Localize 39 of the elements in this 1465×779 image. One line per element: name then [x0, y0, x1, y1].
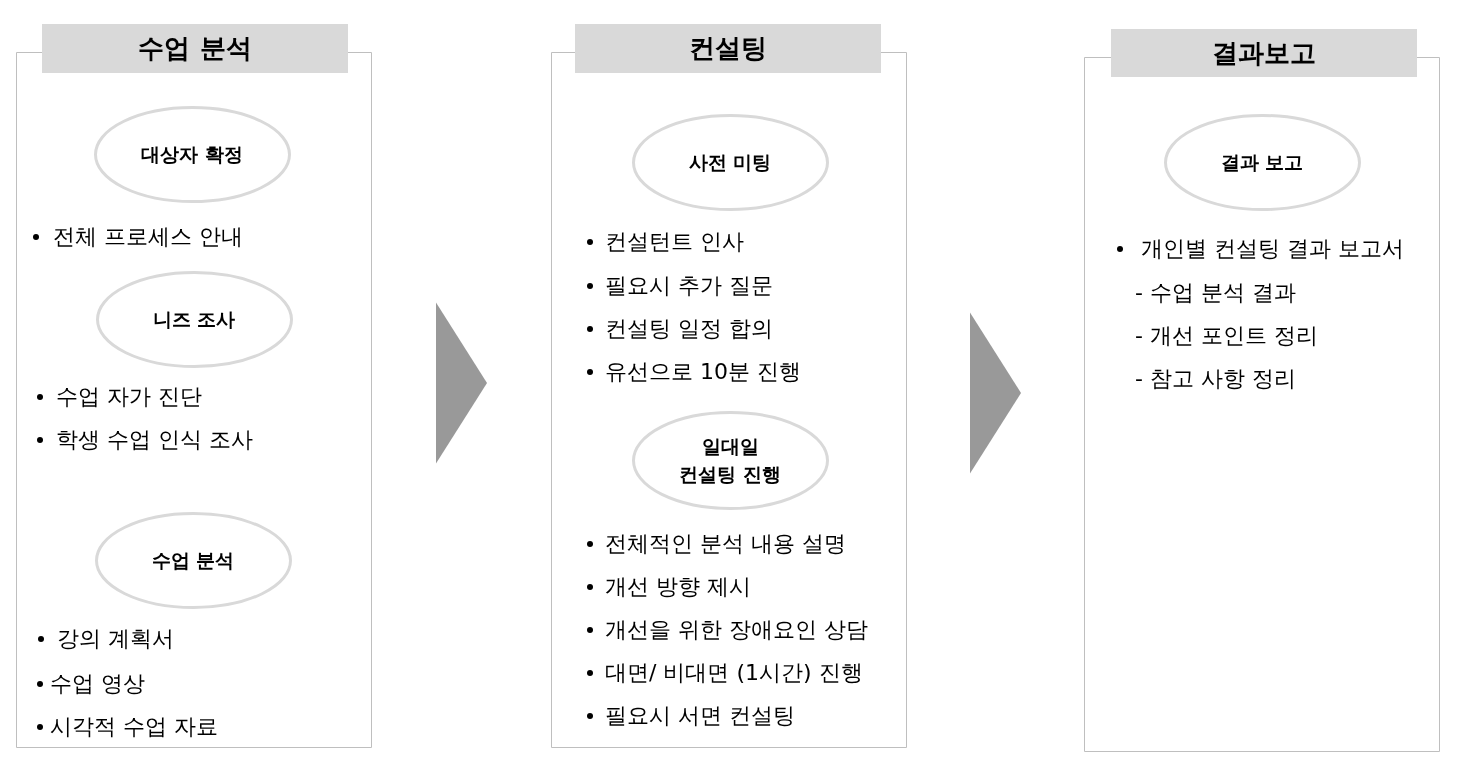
list-item: 필요시 추가 질문 [605, 272, 773, 300]
list-item: 개선 방향 제시 [605, 573, 751, 601]
list-item: 수업 영상 [50, 670, 145, 698]
step-ellipse [93, 105, 291, 203]
list-item: 컨설팅 일정 합의 [605, 315, 773, 343]
stage-panel [16, 24, 372, 748]
list-item: 수업 자가 진단 [56, 383, 202, 411]
stage-panel [1084, 29, 1440, 752]
list-item: 전체적인 분석 내용 설명 [605, 530, 846, 558]
list-item: 대면/ 비대면 (1시간) 진행 [605, 659, 863, 687]
list-item: - 개선 포인트 정리 [1135, 322, 1318, 350]
step-ellipse [1163, 113, 1361, 211]
list-item: 강의 계획서 [57, 625, 174, 653]
chevron-arrow [970, 312, 1021, 474]
step-ellipse [94, 511, 292, 609]
step-label: 수업 분석 [151, 548, 235, 573]
list-item: - 수업 분석 결과 [1135, 279, 1296, 307]
step-label: 대상자 확정 [141, 142, 243, 167]
list-item: 컨설턴트 인사 [605, 228, 744, 256]
step-label: 사전 미팅 [688, 150, 772, 175]
step-ellipse [95, 270, 293, 368]
heading-band: 수업 분석 [42, 24, 348, 73]
step-ellipse [631, 113, 829, 211]
list-item: 개선을 위한 장애요인 상담 [605, 616, 868, 644]
step-label: 니즈 조사 [152, 307, 236, 332]
list-item: 시각적 수업 자료 [50, 713, 218, 741]
stage-panel [551, 24, 907, 748]
heading-band: 컨설팅 [575, 24, 881, 73]
list-item: 개인별 컨설팅 결과 보고서 [1141, 235, 1404, 263]
list-item: 유선으로 10분 진행 [605, 358, 801, 386]
list-item: 전체 프로세스 안내 [53, 223, 243, 251]
list-item: - 참고 사항 정리 [1135, 365, 1296, 393]
step-ellipse [631, 410, 829, 510]
list-item: 학생 수업 인식 조사 [56, 426, 253, 454]
step-label: 결과 보고 [1220, 150, 1304, 175]
chevron-arrow [436, 302, 487, 464]
step-label: 일대일 컨설팅 진행 [678, 434, 782, 487]
list-item: 필요시 서면 컨설팅 [605, 702, 795, 730]
heading-band: 결과보고 [1111, 29, 1417, 77]
